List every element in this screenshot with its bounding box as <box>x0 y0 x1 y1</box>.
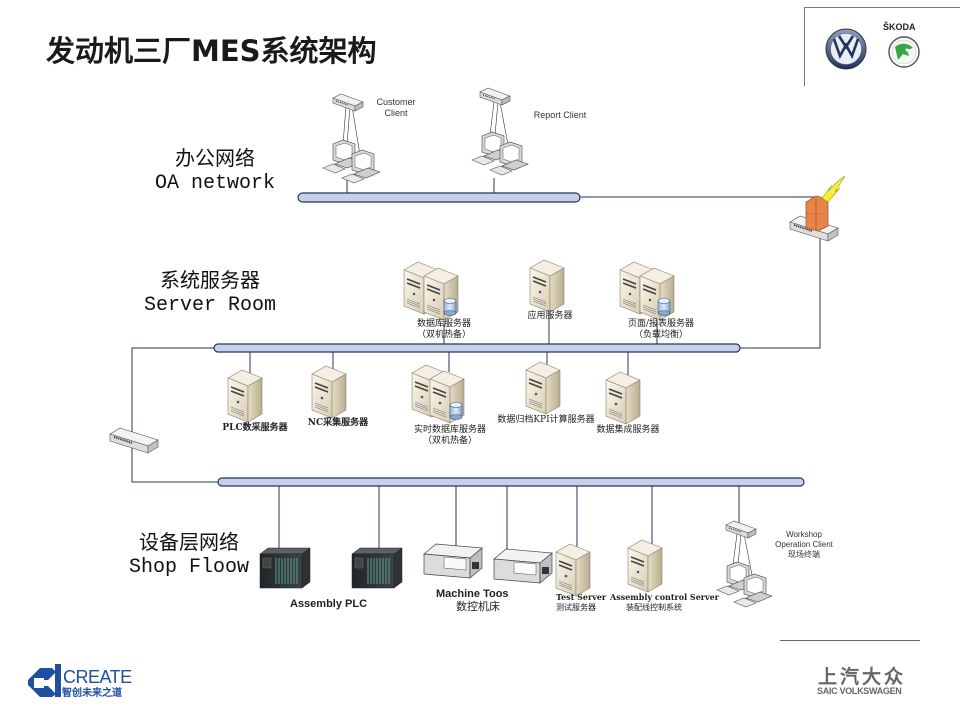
test-server-label-cn: 测试服务器 <box>556 603 596 612</box>
kpi-server <box>525 352 561 415</box>
report-server-label: 页面/报表服务器 （负载均衡） <box>614 319 708 341</box>
realtime-db-line1: 实时数据库服务器 <box>413 425 486 435</box>
realtime-db-server-label: 实时数据库服务器 （双机热备） <box>402 425 498 447</box>
test-server-label-en: Test Server <box>556 592 607 602</box>
hub-icon <box>332 93 364 112</box>
slide-title: 发动机三厂MES系统架构 <box>46 34 377 68</box>
customer-client-group <box>322 93 381 193</box>
create-wordmark: CREATE <box>63 667 132 687</box>
saic-wordmark-en: SAIC VOLKSWAGEN <box>817 686 902 696</box>
db-server-dual <box>403 261 459 344</box>
customer-client-line2: Client <box>384 108 408 118</box>
zone-oa-en: OA network <box>154 172 276 195</box>
zone-label-oa: 办公网络 OA network <box>140 146 290 196</box>
workshop-client-group <box>716 520 773 608</box>
integration-server <box>605 352 641 425</box>
server-room-bus <box>213 343 741 353</box>
app-server <box>529 259 565 344</box>
report-client-group <box>471 87 529 193</box>
plc-collect-server <box>227 352 263 423</box>
customer-client-line1: Customer <box>376 97 416 107</box>
workshop-client-label: Workshop Operation Client 现场终端 <box>764 530 844 560</box>
report-client-label: Report Client <box>533 110 587 120</box>
database-icon <box>449 402 463 420</box>
shop-floor-bus <box>217 477 805 487</box>
skoda-wordmark: ŠKODA <box>883 22 916 32</box>
database-icon <box>443 298 457 316</box>
zone-label-shop: 设备层网络 Shop Floow <box>104 530 274 580</box>
server-shop-link <box>131 347 218 483</box>
plc-icon <box>259 547 311 589</box>
zone-label-server: 系统服务器 Server Room <box>130 268 290 318</box>
workshop-line3: 现场终端 <box>788 550 820 559</box>
oa-network-bus <box>297 192 581 203</box>
machine-tools-label-cn: 数控机床 <box>456 600 500 613</box>
nc-collect-server <box>311 352 347 419</box>
cnc-machine-icon <box>493 548 553 584</box>
app-server-label: 应用服务器 <box>527 311 573 321</box>
volkswagen-logo-icon <box>825 28 867 70</box>
cnc-machine-icon <box>423 543 483 579</box>
assembly-server-label-cn: 装配线控制系统 <box>626 603 682 612</box>
plc-collect-server-label: PLC数采服务器 <box>222 423 288 433</box>
report-server-line1: 页面/报表服务器 <box>627 319 695 329</box>
plc-icon <box>351 547 403 589</box>
nc-collect-server-label: NC采集服务器 <box>307 418 369 428</box>
machine-tools-label-en: Machine Toos <box>436 588 509 600</box>
customer-client-label: Customer Client <box>366 97 426 119</box>
lightning-icon <box>821 175 846 203</box>
shop-drop-lines <box>278 486 740 556</box>
assembly-plc-label: Assembly PLC <box>290 598 368 610</box>
report-server-line2: （负载均衡） <box>633 330 688 340</box>
realtime-db-line2: （双机热备） <box>422 436 477 446</box>
zone-shop-cn: 设备层网络 <box>139 530 239 554</box>
zone-server-en: Server Room <box>143 294 277 317</box>
database-icon <box>657 298 671 316</box>
skoda-logo-icon <box>888 36 920 68</box>
zone-shop-en: Shop Floow <box>128 556 250 579</box>
switch-icon <box>109 427 159 454</box>
integration-server-label: 数据集成服务器 <box>596 425 660 435</box>
zone-server-cn: 系统服务器 <box>160 268 260 292</box>
kpi-server-label: 数据归档KPI计算服务器 <box>497 415 595 425</box>
create-slogan: 智创未来之道 <box>62 688 122 699</box>
workshop-line2: Operation Client <box>775 540 833 549</box>
db-server-line2: （双机热备） <box>416 330 471 340</box>
create-logo-icon <box>28 664 61 697</box>
db-server-line1: 数据库服务器 <box>416 319 471 329</box>
zone-oa-cn: 办公网络 <box>175 146 255 170</box>
firewall-icon <box>805 195 829 232</box>
assembly-server-icon <box>627 539 663 593</box>
realtime-db-server-dual <box>411 352 465 424</box>
test-server-icon <box>555 543 591 597</box>
firewall-group <box>740 175 846 349</box>
hub-icon <box>725 520 757 539</box>
logo-panel <box>804 7 960 86</box>
workshop-line1: Workshop <box>786 530 822 539</box>
db-server-label: 数据库服务器 （双机热备） <box>402 319 486 341</box>
report-server-dual <box>619 261 675 344</box>
saic-wordmark-cn: 上汽大众 <box>818 666 907 688</box>
hub-icon <box>479 87 511 106</box>
assembly-server-label-en: Assembly control Server <box>610 592 719 602</box>
footer-divider <box>780 640 920 641</box>
